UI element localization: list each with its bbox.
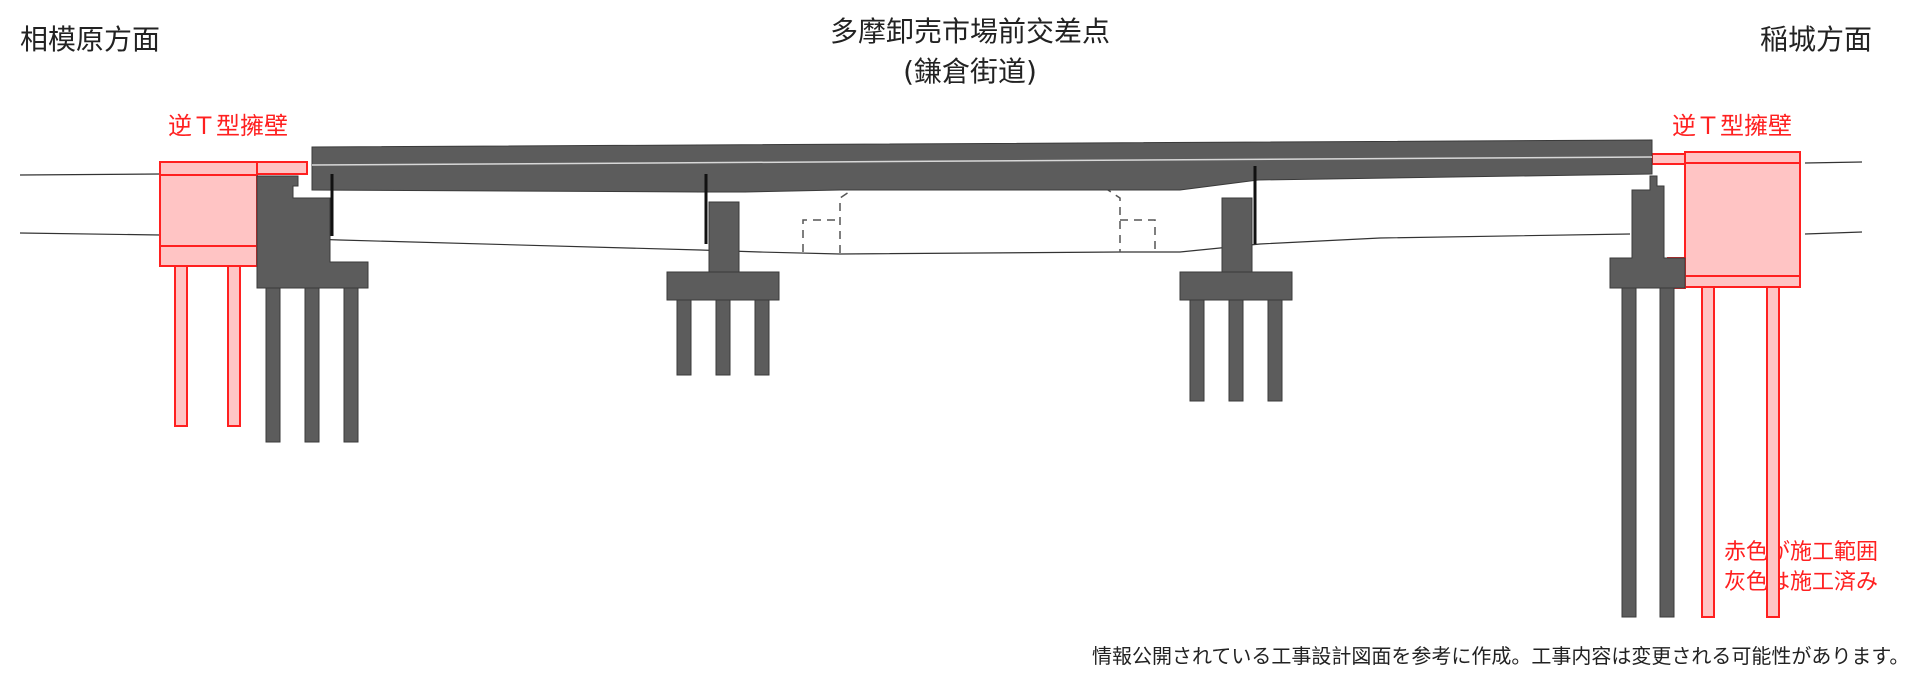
pier-2-column bbox=[1221, 197, 1253, 276]
abutment-left bbox=[256, 175, 369, 289]
intersection-road: (鎌倉街道) bbox=[903, 55, 1037, 88]
pier-2-pile-3 bbox=[1267, 299, 1283, 402]
ground-lines bbox=[19, 161, 1863, 255]
pile-left-3 bbox=[343, 287, 359, 443]
pier-2-pile-1 bbox=[1189, 299, 1205, 402]
pile-left-1 bbox=[265, 287, 281, 443]
pile-right-2 bbox=[1659, 287, 1675, 618]
red-pile-right-2 bbox=[1766, 286, 1780, 618]
construction-scope-red bbox=[159, 151, 1801, 618]
pile-right-1 bbox=[1621, 287, 1637, 618]
legend-construction-scope: 赤色が施工範囲 bbox=[1724, 540, 1879, 565]
pier-1-column bbox=[708, 201, 740, 276]
bridge-deck bbox=[311, 139, 1653, 193]
ground-line-upper-left bbox=[19, 173, 161, 176]
retaining-wall-left-top bbox=[256, 161, 308, 175]
intersection-name: 多摩卸売市場前交差点 bbox=[829, 15, 1110, 48]
pier-1-pile-3 bbox=[754, 299, 770, 376]
existing-road-dashed-outline bbox=[802, 187, 1156, 253]
retaining-wall-left-label: 逆Ｔ型擁壁 bbox=[168, 112, 288, 140]
pier-2-pile-2 bbox=[1228, 299, 1244, 402]
pier-1-pile-2 bbox=[715, 299, 731, 376]
pier-1-pile-1 bbox=[676, 299, 692, 376]
legend: 赤色が施工範囲 灰色は施工済み bbox=[1724, 538, 1878, 598]
legend-completed: 灰色は施工済み bbox=[1724, 570, 1879, 595]
bearings bbox=[330, 166, 1257, 244]
retaining-wall-right bbox=[1684, 151, 1801, 288]
red-pile-right-1 bbox=[1701, 286, 1715, 618]
retaining-wall-right-label: 逆Ｔ型擁壁 bbox=[1672, 112, 1792, 140]
intersection-title: 多摩卸売市場前交差点 (鎌倉街道) bbox=[710, 12, 1230, 92]
pile-left-2 bbox=[304, 287, 320, 443]
completed-structures-gray bbox=[256, 139, 1686, 618]
red-pile-left-2 bbox=[227, 265, 241, 427]
retaining-wall-right-top bbox=[1651, 153, 1686, 165]
pier-1-footing bbox=[666, 271, 780, 301]
direction-left-label: 相模原方面 bbox=[20, 23, 161, 56]
retaining-wall-left bbox=[159, 161, 258, 267]
ground-line-lower bbox=[19, 231, 1863, 255]
abutment-right bbox=[1609, 175, 1686, 289]
red-pile-left-1 bbox=[174, 265, 188, 427]
footnote: 情報公開されている工事設計図面を参考に作成。工事内容は変更される可能性があります… bbox=[1092, 644, 1910, 668]
ground-line-upper-right bbox=[1804, 161, 1863, 164]
direction-right-label: 稲城方面 bbox=[1760, 23, 1873, 56]
pier-2-footing bbox=[1179, 271, 1293, 301]
